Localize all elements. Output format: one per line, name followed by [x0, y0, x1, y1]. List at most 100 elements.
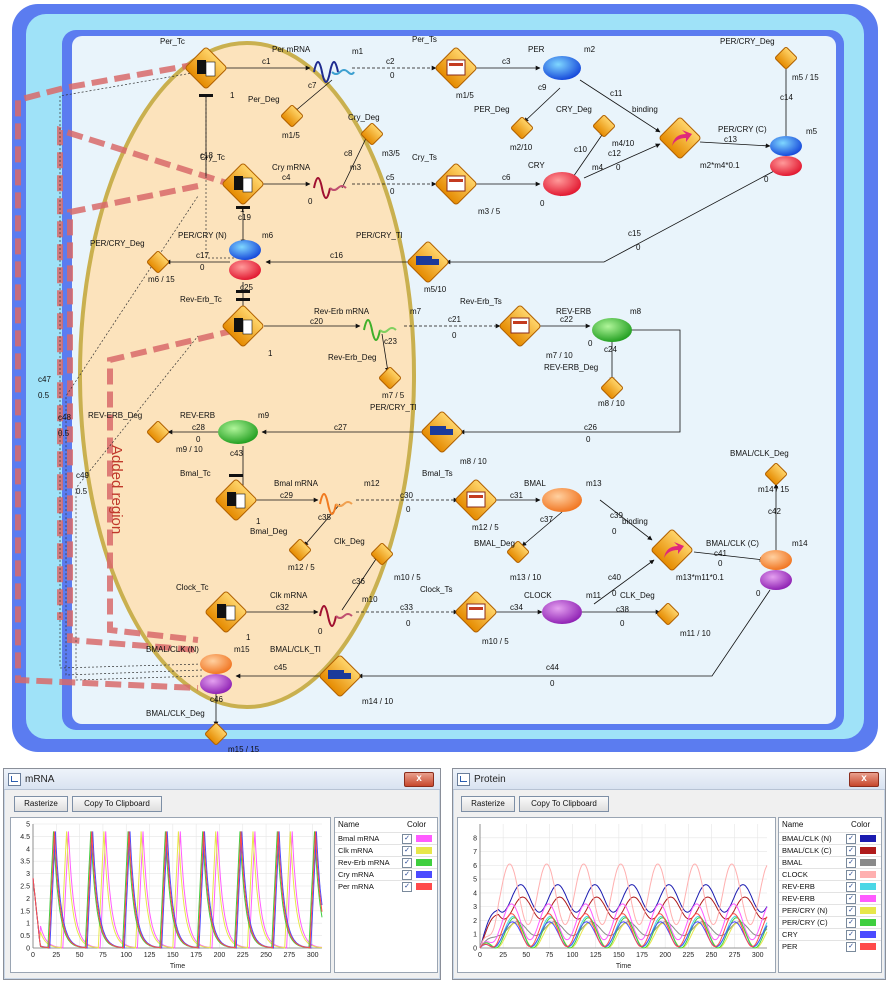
clock-protein-node — [542, 600, 582, 624]
legend-visibility-checkbox[interactable]: ✓ — [846, 893, 856, 904]
legend-color-swatch[interactable] — [860, 943, 876, 950]
svg-text:m1/5: m1/5 — [456, 91, 474, 100]
legend-color-swatch[interactable] — [416, 871, 432, 878]
legend-visibility-checkbox[interactable]: ✓ — [846, 833, 856, 844]
svg-text:c34: c34 — [510, 603, 523, 612]
protein-copy-to-clipboard-button[interactable]: Copy To Clipboard — [519, 796, 609, 812]
protein-rasterize-button[interactable]: Rasterize — [461, 796, 515, 812]
legend-row: CRY✓ — [779, 928, 881, 940]
svg-text:c40: c40 — [608, 573, 621, 582]
svg-text:m4: m4 — [592, 163, 604, 172]
mrna-close-button[interactable]: x — [404, 772, 434, 787]
legend-color-swatch[interactable] — [860, 883, 876, 890]
legend-series-name: REV-ERB — [782, 882, 815, 891]
cry-mrna-glyph — [313, 177, 331, 199]
svg-text:c2: c2 — [386, 57, 395, 66]
x-tick-label: 175 — [636, 952, 648, 959]
legend-visibility-checkbox[interactable]: ✓ — [846, 857, 856, 868]
legend-color-swatch[interactable] — [860, 859, 876, 866]
svg-text:m8: m8 — [630, 307, 642, 316]
svg-text:REV-ERB_Deg: REV-ERB_Deg — [544, 363, 598, 372]
legend-series-name: PER/CRY (N) — [782, 906, 828, 915]
series-line — [479, 913, 768, 949]
legend-row: Rev-Erb mRNA✓ — [335, 856, 437, 868]
legend-series-name: BMAL/CLK (C) — [782, 846, 832, 855]
mrna-copy-to-clipboard-button[interactable]: Copy To Clipboard — [72, 796, 162, 812]
svg-text:Clk mRNA: Clk mRNA — [270, 591, 308, 600]
legend-visibility-checkbox[interactable]: ✓ — [846, 881, 856, 892]
svg-text:c37: c37 — [540, 515, 553, 524]
x-axis-label: Time — [170, 963, 185, 970]
svg-text:Rev-Erb mRNA: Rev-Erb mRNA — [314, 307, 370, 316]
svg-text:1: 1 — [256, 517, 261, 526]
svg-text:c5: c5 — [386, 173, 395, 182]
legend-visibility-checkbox[interactable]: ✓ — [846, 869, 856, 880]
x-tick-label: 100 — [567, 952, 579, 959]
chart-window-icon — [8, 772, 21, 786]
svg-text:m11 / 10: m11 / 10 — [680, 629, 711, 638]
svg-text:1: 1 — [246, 633, 251, 642]
svg-text:c28: c28 — [192, 423, 205, 432]
svg-text:0: 0 — [550, 679, 555, 688]
translation-lines — [352, 65, 501, 615]
svg-text:m12 / 5: m12 / 5 — [288, 563, 315, 572]
legend-color-swatch[interactable] — [860, 835, 876, 842]
svg-text:CLK_Deg: CLK_Deg — [620, 591, 655, 600]
legend-color-swatch[interactable] — [860, 931, 876, 938]
svg-text:c22: c22 — [560, 315, 573, 324]
y-tick-label: 3 — [26, 871, 30, 878]
x-tick-label: 250 — [260, 952, 272, 959]
svg-text:m13: m13 — [586, 479, 602, 488]
protein-window-title: Protein — [474, 773, 506, 785]
legend-visibility-checkbox[interactable]: ✓ — [402, 869, 412, 880]
svg-text:c25: c25 — [240, 283, 253, 292]
svg-text:c21: c21 — [448, 315, 461, 324]
legend-visibility-checkbox[interactable]: ✓ — [402, 857, 412, 868]
legend-color-swatch[interactable] — [860, 895, 876, 902]
svg-text:c30: c30 — [400, 491, 413, 500]
protein-window-titlebar[interactable]: Protein — [453, 769, 885, 790]
legend-color-swatch[interactable] — [860, 847, 876, 854]
svg-text:m10: m10 — [362, 595, 378, 604]
svg-text:PER/CRY_Deg: PER/CRY_Deg — [90, 239, 145, 248]
legend-color-swatch[interactable] — [416, 883, 432, 890]
legend-row: Per mRNA✓ — [335, 880, 437, 892]
svg-text:m3/5: m3/5 — [382, 149, 400, 158]
legend-visibility-checkbox[interactable]: ✓ — [402, 845, 412, 856]
svg-text:m7: m7 — [410, 307, 422, 316]
x-tick-label: 25 — [52, 952, 60, 959]
svg-text:c12: c12 — [608, 149, 621, 158]
legend-color-swatch[interactable] — [860, 871, 876, 878]
legend-visibility-checkbox[interactable]: ✓ — [846, 845, 856, 856]
legend-color-swatch[interactable] — [860, 907, 876, 914]
legend-visibility-checkbox[interactable]: ✓ — [402, 881, 412, 892]
legend-visibility-checkbox[interactable]: ✓ — [402, 833, 412, 844]
legend-visibility-checkbox[interactable]: ✓ — [846, 905, 856, 916]
y-tick-label: 0.5 — [20, 933, 30, 940]
svg-text:c27: c27 — [334, 423, 347, 432]
svg-text:binding: binding — [632, 105, 658, 114]
svg-text:c13: c13 — [724, 135, 737, 144]
legend-color-swatch[interactable] — [416, 847, 432, 854]
legend-visibility-checkbox[interactable]: ✓ — [846, 929, 856, 940]
svg-text:Rev-Erb_Tc: Rev-Erb_Tc — [180, 295, 222, 304]
y-tick-label: 1.5 — [20, 908, 30, 915]
legend-name-header: Name — [782, 820, 804, 829]
legend-visibility-checkbox[interactable]: ✓ — [846, 917, 856, 928]
svg-text:m14: m14 — [792, 539, 808, 548]
legend-color-swatch[interactable] — [860, 919, 876, 926]
svg-text:Per_Ts: Per_Ts — [412, 35, 437, 44]
legend-color-swatch[interactable] — [416, 859, 432, 866]
mrna-window-titlebar[interactable]: mRNA — [4, 769, 440, 790]
legend-color-swatch[interactable] — [416, 835, 432, 842]
legend-visibility-checkbox[interactable]: ✓ — [846, 941, 856, 952]
svg-text:0: 0 — [390, 187, 395, 196]
reaction-lines — [165, 61, 789, 727]
svg-text:m12: m12 — [364, 479, 380, 488]
mrna-rasterize-button[interactable]: Rasterize — [14, 796, 68, 812]
protein-close-button[interactable]: x — [849, 772, 879, 787]
svg-text:0: 0 — [318, 627, 323, 636]
